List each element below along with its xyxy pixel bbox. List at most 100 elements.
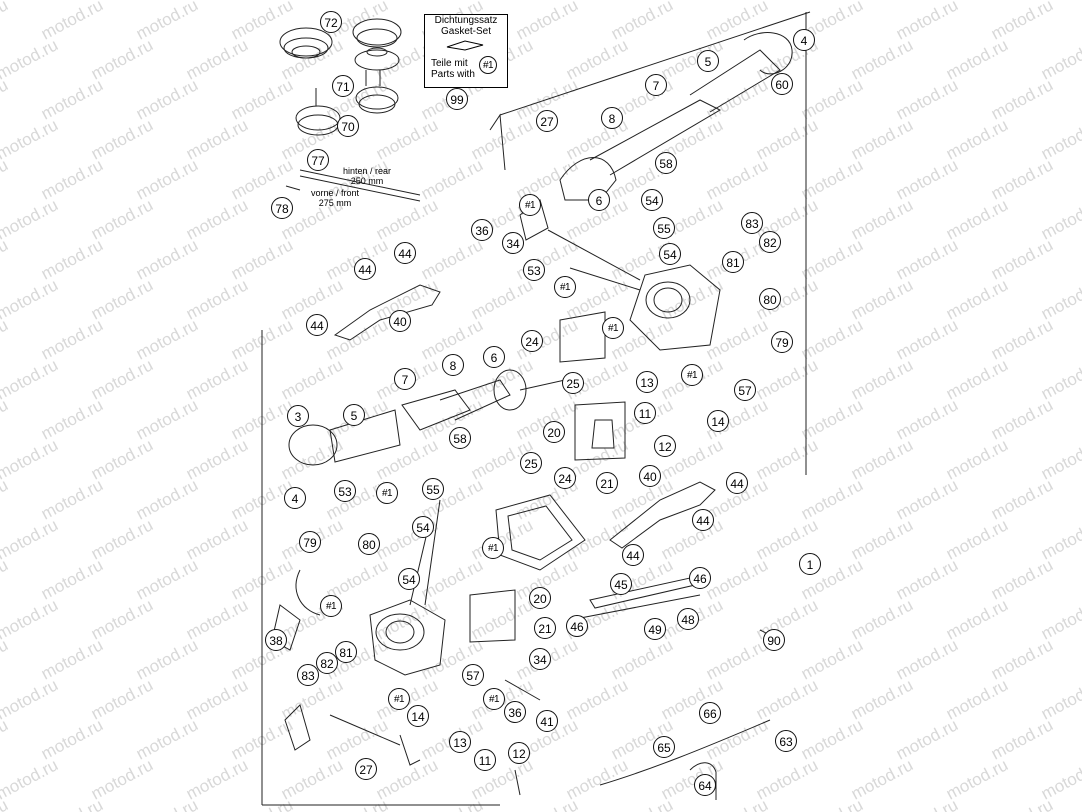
part-callout: 99 [446, 88, 468, 110]
part-callout: 65 [653, 736, 675, 758]
part-callout: 64 [694, 774, 716, 796]
part-callout: 46 [689, 567, 711, 589]
part-callout: 7 [394, 368, 416, 390]
part-callout: 78 [271, 197, 293, 219]
part-callout: 5 [343, 404, 365, 426]
part-callout: #1 [602, 317, 624, 339]
part-callout: 20 [529, 587, 551, 609]
part-callout: 83 [741, 212, 763, 234]
part-callout: 6 [483, 346, 505, 368]
part-callout: 66 [699, 702, 721, 724]
gasket-label-de: Dichtungssatz [434, 15, 498, 26]
part-callout: 24 [521, 330, 543, 352]
part-callout: 24 [554, 467, 576, 489]
watermark-text: motod.ru [0, 795, 11, 812]
part-callout: 63 [775, 730, 797, 752]
part-callout: 80 [759, 288, 781, 310]
part-callout: 12 [508, 742, 530, 764]
part-callout: 57 [462, 664, 484, 686]
part-callout: 14 [407, 705, 429, 727]
part-callout: 90 [763, 629, 785, 651]
part-callout: 40 [639, 465, 661, 487]
part-callout: 12 [654, 435, 676, 457]
part-callout: #1 [376, 482, 398, 504]
part-callout: 44 [306, 314, 328, 336]
part-callout: 81 [722, 251, 744, 273]
part-callout: 55 [422, 478, 444, 500]
part-callout: 8 [601, 107, 623, 129]
part-callout: 55 [653, 217, 675, 239]
part-callout: 21 [596, 472, 618, 494]
part-callout: 3 [287, 405, 309, 427]
part-callout: 80 [358, 533, 380, 555]
part-callout: 8 [442, 354, 464, 376]
part-callout: 48 [677, 608, 699, 630]
part-callout: 44 [394, 242, 416, 264]
part-callout: 4 [284, 487, 306, 509]
part-callout: 54 [412, 516, 434, 538]
part-callout: 57 [734, 379, 756, 401]
part-callout: 53 [523, 259, 545, 281]
part-callout: 58 [655, 152, 677, 174]
part-callout: 54 [641, 189, 663, 211]
gasket-icon [446, 40, 484, 51]
part-callout: 44 [622, 544, 644, 566]
part-callout: 71 [332, 75, 354, 97]
part-callout: 77 [307, 149, 329, 171]
part-callout: 4 [793, 29, 815, 51]
part-callout: #1 [482, 537, 504, 559]
part-callout: 7 [645, 74, 667, 96]
part-callout: 6 [588, 189, 610, 211]
part-callout: 82 [759, 231, 781, 253]
part-callout: 25 [520, 452, 542, 474]
part-callout: #1 [519, 194, 541, 216]
part-callout: 41 [536, 710, 558, 732]
part-callout: 11 [474, 749, 496, 771]
part-callout: 44 [354, 258, 376, 280]
part-callout: 72 [320, 11, 342, 33]
part-callout: 54 [398, 568, 420, 590]
part-callout: 11 [634, 402, 656, 424]
part-callout: 79 [299, 531, 321, 553]
part-callout: 27 [355, 758, 377, 780]
part-callout: #1 [320, 595, 342, 617]
part-callout: 34 [502, 232, 524, 254]
part-callout: 38 [265, 629, 287, 651]
gasket-label-en: Gasket-Set [440, 26, 492, 37]
part-callout: 79 [771, 331, 793, 353]
parts-with-label-en: Parts with [431, 69, 475, 80]
part-callout: 21 [534, 617, 556, 639]
parts-with-label-de: Teile mit [431, 58, 468, 69]
part-callout: 20 [543, 421, 565, 443]
part-callout: #1 [681, 364, 703, 386]
part-callout: 27 [536, 110, 558, 132]
part-callout: 45 [610, 573, 632, 595]
hose-rear-label: hinten / rear 250 mm [332, 166, 402, 186]
part-callout: 54 [659, 243, 681, 265]
part-callout: 13 [636, 371, 658, 393]
part-callout: #1 [554, 276, 576, 298]
part-callout: 81 [335, 641, 357, 663]
part-callout: 14 [707, 410, 729, 432]
part-callout: 83 [297, 664, 319, 686]
part-callout: 5 [697, 50, 719, 72]
hose-front-label: vorne / front 275 mm [300, 188, 370, 208]
part-callout: 40 [389, 310, 411, 332]
part-callout: #1 [483, 688, 505, 710]
part-callout: 44 [692, 509, 714, 531]
gasket-ref-callout: #1 [479, 56, 497, 74]
part-callout: 25 [562, 372, 584, 394]
hose-rear-length: 250 mm [350, 176, 384, 186]
part-callout: 49 [644, 618, 666, 640]
part-callout: 58 [449, 427, 471, 449]
gasket-set-box: Dichtungssatz Gasket-Set Teile mit Parts… [424, 14, 508, 88]
part-callout: 34 [529, 648, 551, 670]
hose-front-name: vorne / front [310, 188, 360, 198]
part-callout: 53 [334, 480, 356, 502]
part-callout: 60 [771, 73, 793, 95]
part-callout: 46 [566, 615, 588, 637]
part-callout: 70 [337, 115, 359, 137]
part-callout: 36 [504, 701, 526, 723]
part-callout: #1 [388, 688, 410, 710]
